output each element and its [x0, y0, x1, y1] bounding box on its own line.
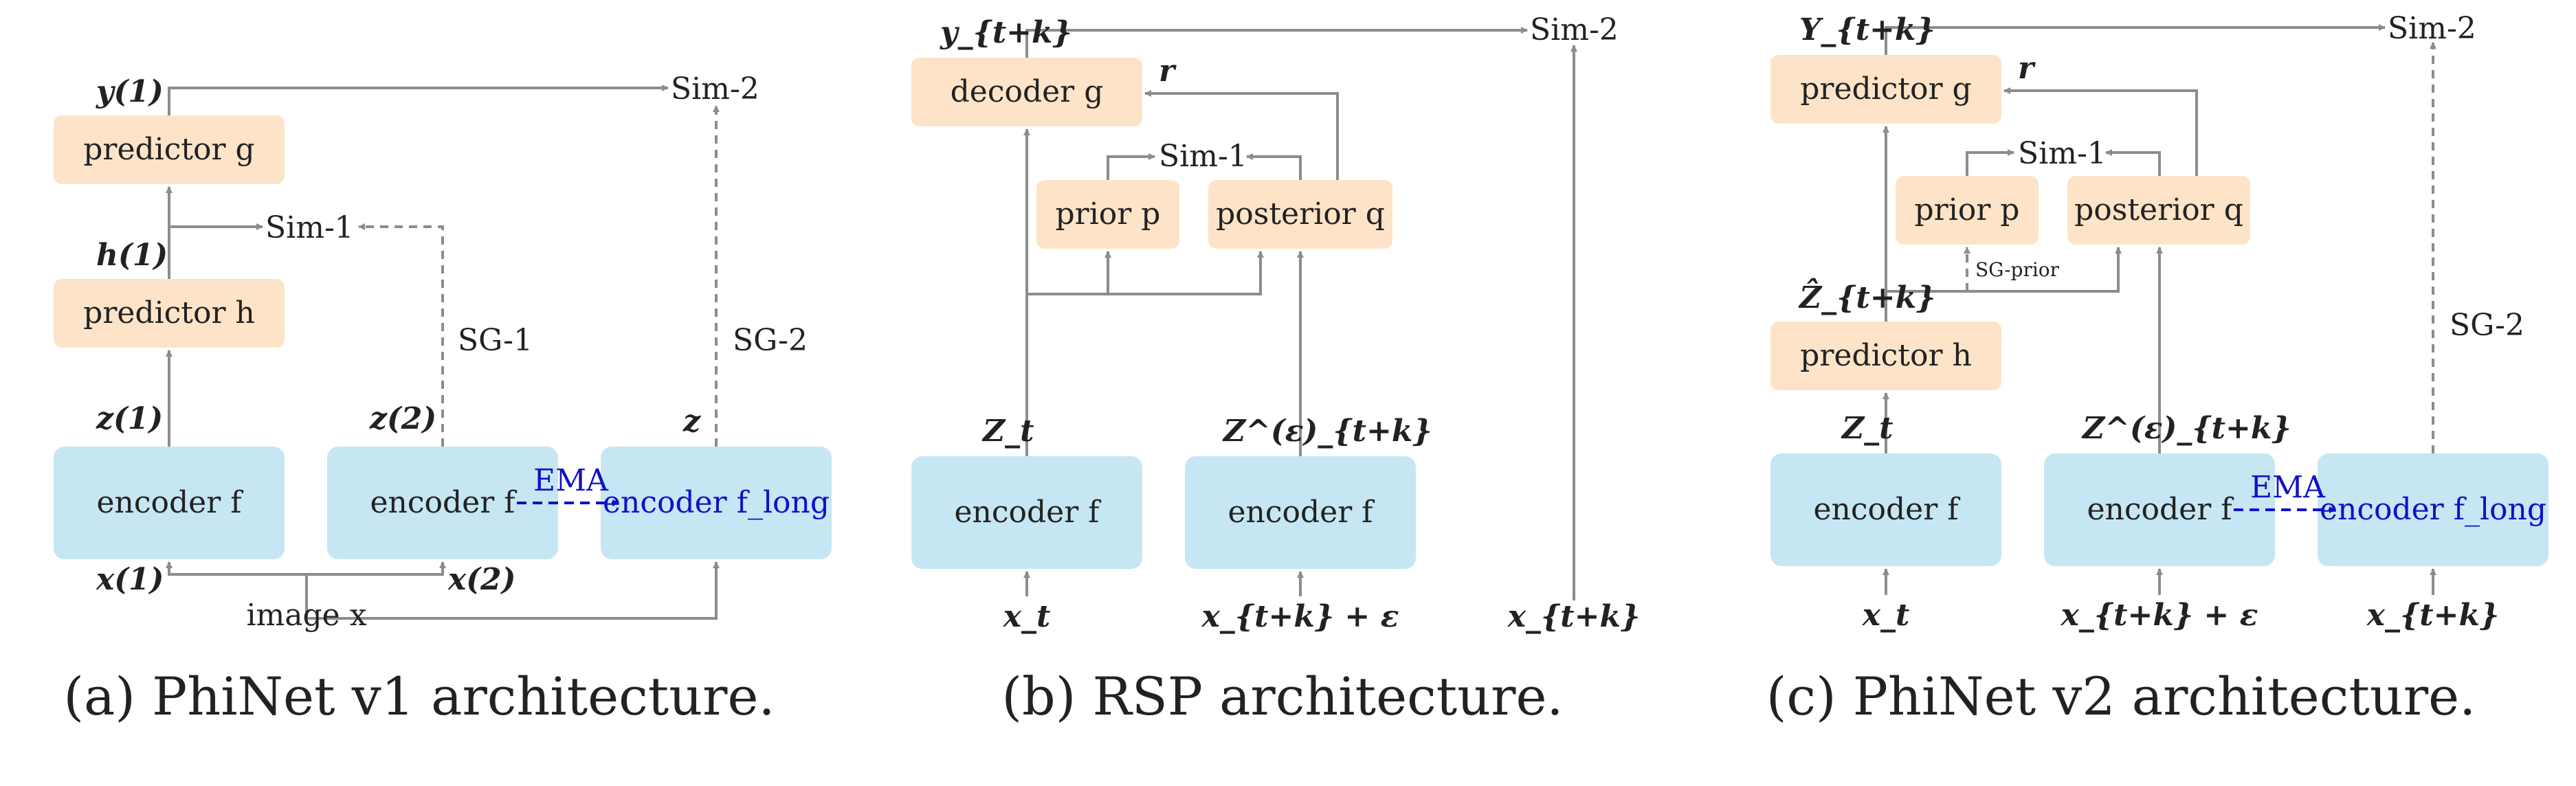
- sgprior-label: SG-prior: [1975, 258, 2060, 281]
- image-label: image x: [246, 598, 366, 633]
- panel-a: predictor g predictor h encoder f encode…: [54, 71, 832, 727]
- encoder-f1-label: encoder f: [1813, 492, 1960, 527]
- var-xtk: x_{t+k}: [1507, 599, 1641, 634]
- decoder-g-label: decoder g: [951, 74, 1104, 109]
- var-y: y_{t+k}: [940, 15, 1072, 50]
- arrow-g-to-sim2: [1885, 24, 2386, 55]
- predictor-g-box: [54, 115, 285, 184]
- var-Zeps: Z^(ε)_{t+k}: [1222, 414, 1432, 449]
- sg1-label: SG-1: [458, 323, 533, 358]
- posterior-q-label: posterior q: [2074, 192, 2243, 227]
- sim2-label: Sim-2: [2388, 11, 2476, 46]
- encoder-long-box: [2318, 453, 2549, 566]
- sim1-label: Sim-1: [1159, 139, 1247, 174]
- var-Zt: Z_t: [1841, 411, 1893, 446]
- sim2-label: Sim-2: [1530, 12, 1619, 47]
- var-xnoise: x_{t+k} + ε: [2061, 598, 2258, 633]
- arrow-decoder-to-sim2: [1025, 27, 1528, 58]
- var-xnoise: x_{t+k} + ε: [1201, 599, 1399, 634]
- arrow-posterior-to-g: [2003, 87, 2198, 176]
- arrow-to-prior: [1027, 251, 1111, 295]
- var-z: z: [682, 404, 701, 439]
- encoder-f2-label: encoder f: [370, 485, 517, 520]
- encoder-f2-label: encoder f: [2087, 492, 2234, 527]
- predictor-h-box: [1770, 322, 2001, 390]
- caption-c: (c) PhiNet v2 architecture.: [1766, 666, 2476, 727]
- var-r: r: [2018, 51, 2036, 86]
- var-xt: x_t: [1862, 598, 1910, 633]
- ema-label: EMA: [2250, 470, 2326, 505]
- encoder-long-box: [601, 447, 832, 559]
- decoder-g-box: [911, 58, 1142, 126]
- arrow-sg1: [358, 223, 444, 447]
- encoder-f1-label: encoder f: [954, 495, 1101, 530]
- prior-p-box: [1036, 180, 1179, 249]
- panel-c: predictor g prior p posterior q predicto…: [1766, 11, 2549, 727]
- arrow-prior-to-sim1: [1107, 153, 1155, 180]
- prior-p-box: [1896, 176, 2039, 245]
- var-xt: x_t: [1003, 599, 1051, 634]
- encoder-f2-box: [1185, 456, 1416, 569]
- var-Zt: Z_t: [981, 414, 1034, 449]
- predictor-h-box: [54, 279, 285, 348]
- predictor-g-box: [1770, 55, 2001, 124]
- var-Zeps: Z^(ε)_{t+k}: [2081, 411, 2291, 446]
- ema-label: EMA: [533, 463, 609, 498]
- sim2-label: Sim-2: [671, 71, 759, 106]
- encoder-f2-box: [327, 447, 558, 559]
- sim1-label: Sim-1: [265, 210, 354, 245]
- sg2-label: SG-2: [2450, 308, 2524, 343]
- var-x2: x(2): [447, 562, 515, 597]
- encoder-f2-box: [2044, 453, 2275, 566]
- posterior-q-box: [2067, 176, 2250, 245]
- encoder-f1-box: [54, 447, 285, 559]
- prior-p-label: prior p: [1915, 192, 2020, 227]
- encoder-long-label: encoder f_long: [603, 485, 830, 520]
- encoder-f1-label: encoder f: [96, 485, 243, 520]
- arrow-image-to-long: [305, 561, 720, 620]
- arrow-posterior-to-decoder: [1144, 90, 1339, 180]
- var-x1: x(1): [96, 562, 164, 597]
- var-xtk: x_{t+k}: [2366, 598, 2500, 633]
- var-z2: z(2): [369, 401, 436, 436]
- encoder-f1-box: [1770, 453, 2001, 566]
- arrow-to-posterior: [1886, 247, 2122, 293]
- arrow-posterior-to-sim1: [1246, 153, 1302, 180]
- panel-b: decoder g prior p posterior q encoder f …: [911, 12, 1640, 727]
- arrow-image-to-x1: [166, 561, 308, 596]
- caption-a: (a) PhiNet v1 architecture.: [63, 666, 775, 727]
- posterior-q-label: posterior q: [1216, 196, 1385, 232]
- posterior-q-box: [1208, 180, 1392, 249]
- sim1-label: Sim-1: [2018, 136, 2107, 171]
- var-r: r: [1159, 54, 1177, 89]
- var-h1: h(1): [96, 238, 168, 273]
- prior-p-label: prior p: [1056, 196, 1161, 232]
- arrow-posterior-to-sim1: [2105, 149, 2161, 176]
- var-Y: Y_{t+k}: [1799, 12, 1935, 47]
- var-y1: y(1): [96, 74, 164, 109]
- predictor-g-label: predictor g: [83, 132, 254, 167]
- encoder-long-label: encoder f_long: [2320, 492, 2546, 527]
- sg2-label: SG-2: [733, 323, 808, 358]
- arrow-prior-to-sim1: [1966, 149, 2014, 176]
- predictor-h-label: predictor h: [1800, 338, 1972, 373]
- predictor-h-label: predictor h: [83, 295, 255, 330]
- encoder-f1-box: [911, 456, 1142, 569]
- caption-b: (b) RSP architecture.: [1001, 666, 1563, 727]
- predictor-g-label: predictor g: [1800, 71, 1971, 106]
- arrow-to-posterior: [1108, 251, 1264, 295]
- arrow-g-to-sim2: [168, 85, 669, 115]
- var-z1: z(1): [96, 401, 163, 436]
- arrow-image-to-x2: [307, 561, 446, 576]
- var-Zhat: Ẑ_{t+k}: [1798, 278, 1935, 315]
- encoder-f2-label: encoder f: [1228, 495, 1375, 530]
